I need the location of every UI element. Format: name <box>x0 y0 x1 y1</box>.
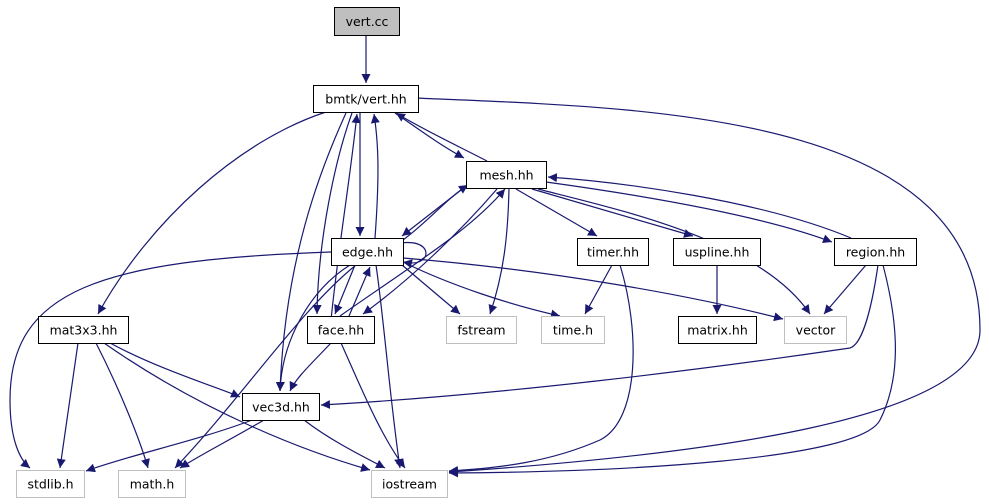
node-box <box>678 316 757 344</box>
node-label: edge.hh <box>342 245 393 260</box>
node-face-hh[interactable]: face.hh <box>307 316 375 344</box>
node-label: region.hh <box>846 245 905 260</box>
node-iostream: iostream <box>371 470 448 498</box>
dependency-edges <box>9 36 981 478</box>
node-vec3d-hh[interactable]: vec3d.hh <box>242 393 320 421</box>
edge-mesh_hh-to-fstream <box>488 188 510 315</box>
node-label: fstream <box>457 323 505 338</box>
edge-face_hh-to-edge_hh <box>348 266 371 317</box>
node-label: vec3d.hh <box>252 400 310 415</box>
node-label: mesh.hh <box>479 168 533 183</box>
node-region-hh[interactable]: region.hh <box>834 238 917 266</box>
node-box <box>673 238 761 266</box>
node-box <box>541 316 605 344</box>
edge-mat3x3_hh-to-math_h <box>95 342 150 469</box>
edge-region_hh-to-vec3d_hh <box>320 264 879 409</box>
node-box <box>331 238 404 266</box>
edge-timer_hh-to-iostream <box>448 264 634 475</box>
node-label: stdlib.h <box>27 477 73 492</box>
edge-vec3d_hh-to-math_h <box>179 419 265 469</box>
edge-vec3d_hh-to-iostream <box>303 419 386 469</box>
node-box <box>334 7 400 36</box>
edge-bmtk_vert_hh-to-iostream <box>414 97 981 476</box>
node-math-h: math.h <box>118 470 186 498</box>
node-vert-cc[interactable]: vert.cc <box>334 7 400 36</box>
node-box <box>834 238 917 266</box>
node-label: timer.hh <box>587 245 639 260</box>
edge-face_hh-to-mesh_hh <box>339 188 506 317</box>
edge-edge_hh-to-time_h <box>402 261 561 319</box>
node-vector: vector <box>784 316 847 344</box>
node-stdlib-h: stdlib.h <box>16 470 85 498</box>
edge-bmtk_vert_hh-to-vec3d_hh <box>275 112 347 392</box>
node-time-h: time.h <box>541 316 605 344</box>
node-box <box>16 470 85 498</box>
node-box <box>577 238 649 266</box>
node-uspline-hh[interactable]: uspline.hh <box>673 238 761 266</box>
node-label: face.hh <box>318 323 364 338</box>
edge-mesh_hh-to-vector <box>537 188 811 315</box>
node-box <box>242 393 320 421</box>
edge-mat3x3_hh-to-iostream <box>103 342 371 472</box>
file-nodes: vert.cc bmtk/vert.hh mesh.hh edge.hh tim… <box>16 7 917 498</box>
node-box <box>466 161 547 189</box>
node-box <box>371 470 448 498</box>
edge-edge_hh-to-face_hh <box>334 264 356 315</box>
edge-region_hh-to-vector <box>823 264 867 315</box>
node-label: bmtk/vert.hh <box>325 92 406 107</box>
edge-mesh_hh-to-uspline_hh <box>531 188 694 238</box>
node-box <box>38 316 129 344</box>
node-mat3x3-hh[interactable]: mat3x3.hh <box>38 316 129 344</box>
edge-edge_hh-to-stdlib_h <box>9 251 332 469</box>
node-box <box>313 85 419 113</box>
node-box <box>784 316 847 344</box>
edge-face_hh-to-bmtk_vert_hh <box>330 113 361 321</box>
edge-mesh_hh-to-timer_hh <box>515 188 598 237</box>
node-label: iostream <box>382 477 437 492</box>
edge-edge_hh-to-vector <box>402 257 784 322</box>
edge-edge_hh-to-mesh_hh <box>402 184 469 241</box>
node-label: matrix.hh <box>687 323 748 338</box>
edge-timer_hh-to-time_h <box>584 264 613 315</box>
edge-mesh_hh-to-bmtk_vert_hh <box>395 112 488 162</box>
node-timer-hh[interactable]: timer.hh <box>577 238 649 266</box>
node-box <box>118 470 186 498</box>
edge-face_hh-to-vec3d_hh <box>289 342 332 392</box>
node-label: uspline.hh <box>685 245 750 260</box>
edge-edge_hh-to-iostream <box>375 264 404 469</box>
node-mesh-hh[interactable]: mesh.hh <box>466 161 547 189</box>
node-box <box>446 316 517 344</box>
edge-bmtk_vert_hh-to-face_hh <box>312 112 353 315</box>
edge-mat3x3_hh-to-stdlib_h <box>56 342 79 469</box>
node-bmtk-vert-hh[interactable]: bmtk/vert.hh <box>313 85 419 113</box>
edge-face_hh-to-iostream <box>340 342 406 469</box>
edge-region_hh-to-mesh_hh <box>547 173 852 239</box>
edge-bmtk_vert_hh-to-mat3x3_hh <box>97 111 327 315</box>
node-label: time.h <box>553 323 593 338</box>
edge-mesh_hh-to-region_hh <box>545 181 833 244</box>
node-edge-hh[interactable]: edge.hh <box>331 238 404 266</box>
edge-vec3d_hh-to-stdlib_h <box>85 419 253 473</box>
node-fstream: fstream <box>446 316 517 344</box>
node-label: vert.cc <box>346 14 389 29</box>
edge-region_hh-to-iostream <box>448 264 896 478</box>
edge-edge_hh-to-bmtk_vert_hh <box>370 113 380 239</box>
edge-mesh_hh-to-face_hh <box>362 188 498 315</box>
edge-edge_hh-to-fstream <box>401 264 461 315</box>
node-label: mat3x3.hh <box>50 323 118 338</box>
edge-mat3x3_hh-to-vec3d_hh <box>109 342 241 398</box>
edge-bmtk_vert_hh-to-mesh_hh <box>394 112 465 159</box>
node-box <box>307 316 375 344</box>
node-matrix-hh[interactable]: matrix.hh <box>678 316 757 344</box>
node-label: vector <box>796 323 837 338</box>
edge-edge_hh-to-math_h <box>174 264 357 469</box>
node-label: math.h <box>130 477 175 492</box>
